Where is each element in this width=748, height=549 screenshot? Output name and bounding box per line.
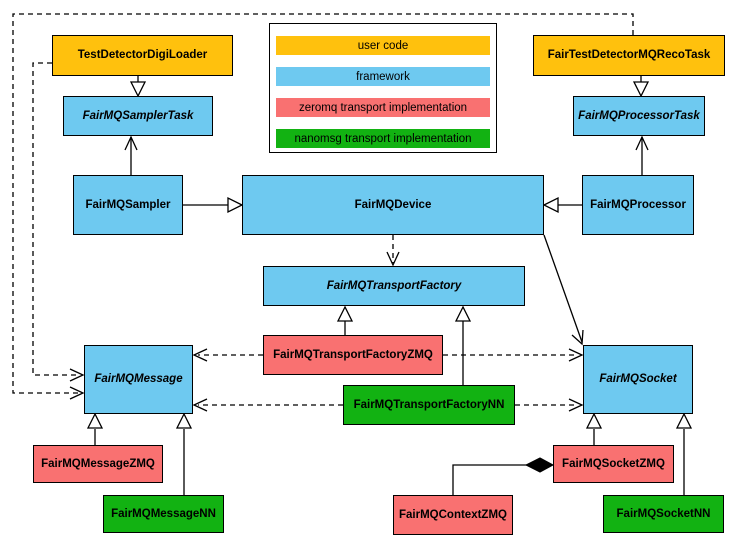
- legend-item-framework: framework: [276, 67, 490, 86]
- edge-inheritance-processor-device: [542, 196, 582, 214]
- edge-inheritance-messagenn-message: [175, 412, 193, 495]
- open-arrow-icon: [571, 329, 584, 346]
- inheritance-arrow-icon: [227, 196, 244, 214]
- edge-composition-contextzmq-socketzmq: [452, 457, 555, 495]
- edge-dependency-factoryzmq-socket: [443, 348, 584, 362]
- legend: user code framework zeromq transport imp…: [269, 23, 497, 153]
- node-fairmqsocketnn: FairMQSocketNN: [603, 495, 724, 533]
- edge-dependency-factoryzmq-message: [192, 348, 263, 362]
- node-fairmqtransportfactoryzmq: FairMQTransportFactoryZMQ: [263, 335, 443, 375]
- legend-item-user-code: user code: [276, 36, 490, 55]
- open-arrow-icon: [124, 135, 138, 151]
- open-arrow-icon: [192, 348, 208, 362]
- edge-dependency-digiloader-message: [32, 62, 85, 382]
- inheritance-arrow-icon: [632, 81, 650, 98]
- open-arrow-icon: [69, 368, 85, 382]
- open-arrow-icon: [386, 251, 400, 267]
- open-arrow-icon: [69, 386, 85, 400]
- edge-dependency-factorynn-message: [192, 398, 343, 412]
- inheritance-arrow-icon: [675, 412, 693, 429]
- node-fairmqmessagenn: FairMQMessageNN: [103, 495, 224, 533]
- edge-dependency-recotask-message: [12, 13, 634, 400]
- node-fairmqsocketzmq: FairMQSocketZMQ: [553, 445, 674, 483]
- node-fairtestdetectormqrecotask: FairTestDetectorMQRecoTask: [533, 35, 725, 76]
- open-arrow-icon: [635, 135, 649, 151]
- node-fairmqtransportfactory: FairMQTransportFactory: [263, 266, 525, 306]
- edge-inheritance-sampler-device: [183, 196, 244, 214]
- edge-inheritance-socketzmq-socket: [585, 412, 603, 445]
- node-testdetectordigiloader: TestDetectorDigiLoader: [52, 35, 233, 76]
- node-fairmqsampler: FairMQSampler: [73, 175, 183, 235]
- inheritance-arrow-icon: [129, 81, 147, 98]
- node-fairmqcontextzmq: FairMQContextZMQ: [393, 495, 513, 535]
- node-fairmqsocket: FairMQSocket: [583, 345, 693, 414]
- edge-inheritance-recotask-processortask: [632, 76, 650, 98]
- inheritance-arrow-icon: [175, 412, 193, 429]
- open-arrow-icon: [568, 398, 584, 412]
- node-fairmqprocessortask: FairMQProcessorTask: [573, 96, 705, 136]
- legend-item-zeromq: zeromq transport implementation: [276, 98, 490, 117]
- edge-association-sampler-samplertask: [124, 135, 138, 175]
- edge-inheritance-socketnn-socket: [675, 412, 693, 495]
- inheritance-arrow-icon: [454, 305, 472, 322]
- edge-association-processor-processortask: [635, 135, 649, 175]
- inheritance-arrow-icon: [542, 196, 559, 214]
- edge-inheritance-messagezmq-message: [86, 412, 104, 445]
- node-fairmqtransportfactorynn: FairMQTransportFactoryNN: [343, 385, 515, 425]
- edge-inheritance-factoryzmq-factory: [336, 305, 354, 335]
- node-fairmqmessage: FairMQMessage: [84, 345, 193, 414]
- inheritance-arrow-icon: [336, 305, 354, 322]
- node-fairmqdevice: FairMQDevice: [242, 175, 544, 235]
- edge-dependency-device-transportfactory: [386, 235, 400, 267]
- inheritance-arrow-icon: [86, 412, 104, 429]
- edge-association-device-socket: [543, 234, 584, 346]
- edge-dependency-factorynn-socket: [515, 398, 584, 412]
- node-fairmqprocessor: FairMQProcessor: [582, 175, 694, 235]
- edge-inheritance-factorynn-factory: [454, 305, 472, 385]
- edge-inheritance-digiloader-samplertask: [129, 76, 147, 98]
- composition-diamond-icon: [524, 457, 555, 473]
- legend-item-nanomsg: nanomsg transport implementation: [276, 129, 490, 148]
- open-arrow-icon: [568, 348, 584, 362]
- node-fairmqsamplertask: FairMQSamplerTask: [63, 96, 213, 136]
- inheritance-arrow-icon: [585, 412, 603, 429]
- node-fairmqmessagezmq: FairMQMessageZMQ: [33, 445, 163, 483]
- open-arrow-icon: [192, 398, 208, 412]
